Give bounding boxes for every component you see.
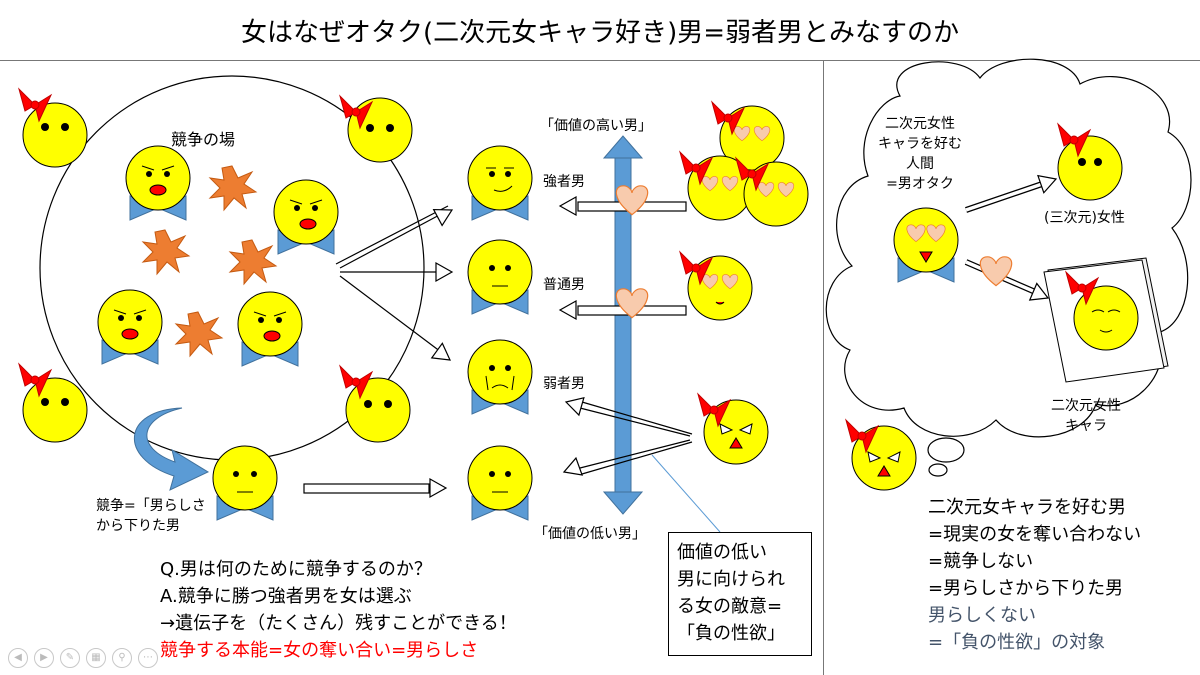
answer-text: A.競争に勝つ強者男を女は選ぶ bbox=[160, 586, 412, 607]
more-icon[interactable]: ⋯ bbox=[138, 648, 158, 668]
strong-man-face bbox=[467, 145, 533, 221]
vertical-divider bbox=[823, 61, 824, 675]
normal-man-label: 普通男 bbox=[543, 277, 585, 293]
weak-man-face bbox=[467, 339, 533, 415]
reason-text: →遺伝子を（たくさん）残すことができる！ bbox=[160, 613, 517, 634]
otaku-man-face bbox=[893, 207, 959, 283]
angry-man-face bbox=[273, 179, 339, 255]
normal-man-face bbox=[467, 239, 533, 315]
heart-eyes-woman-face bbox=[735, 157, 809, 227]
previous-icon[interactable]: ◀ bbox=[8, 648, 28, 668]
woman-face bbox=[18, 363, 88, 443]
angry-man-face bbox=[97, 289, 163, 365]
qa-block: Q.男は何のために競争するのか？ A.競争に勝つ強者男を女は選ぶ →遺伝子を（た… bbox=[160, 556, 517, 664]
dropout-arrow bbox=[303, 483, 430, 494]
woman-face bbox=[339, 95, 413, 163]
header-divider bbox=[0, 60, 1200, 61]
weak-man-label: 弱者男 bbox=[543, 376, 585, 392]
question-text: Q.男は何のために競争するのか？ bbox=[160, 559, 432, 580]
real-woman-face bbox=[1057, 123, 1123, 201]
next-icon[interactable]: ▶ bbox=[34, 648, 54, 668]
arena-to-ranks-arrows bbox=[335, 205, 449, 356]
woman-face bbox=[339, 365, 411, 443]
lowest-man-face bbox=[467, 445, 533, 521]
value-axis bbox=[602, 135, 644, 515]
dropout-label: 競争=「男らしさ から下りた男 bbox=[96, 498, 206, 534]
negative-libido-note: 価値の低い 男に向けられ る女の敵意= 「負の性欲」 bbox=[668, 532, 812, 656]
angry-man-face bbox=[125, 145, 191, 221]
conclusion-block: 二次元女キャラを好む男 =現実の女を奪い合わない =競争しない =男らしさから下… bbox=[928, 497, 1142, 653]
slide-title: 女はなぜオタク(二次元女キャラ好き)男=弱者男とみなすのか bbox=[240, 18, 960, 48]
arena-label: 競争の場 bbox=[171, 130, 236, 149]
instinct-text: 競争する本能=女の奪い合い=男らしさ bbox=[160, 640, 479, 661]
axis-bottom-label: 「価値の低い男」 bbox=[534, 526, 646, 542]
angry-man-face bbox=[237, 291, 303, 367]
strong-man-label: 強者男 bbox=[543, 174, 585, 190]
slides-icon[interactable]: ▦ bbox=[86, 648, 106, 668]
character-label: 二次元女性 キャラ bbox=[1051, 398, 1121, 434]
dropout-man-face bbox=[212, 445, 278, 521]
zoom-icon[interactable]: ⚲ bbox=[112, 648, 132, 668]
hostile-woman-face bbox=[845, 419, 917, 491]
axis-top-label: 「価値の高い男」 bbox=[540, 118, 652, 134]
pen-icon[interactable]: ✎ bbox=[60, 648, 80, 668]
woman-face bbox=[18, 88, 88, 168]
heart-eyes-woman-face bbox=[679, 251, 753, 321]
character-face bbox=[1065, 271, 1139, 351]
otaku-label: 二次元女性 キャラを好む 人間 =男オタク bbox=[878, 116, 962, 192]
ignore-arrow bbox=[965, 169, 1060, 213]
real-woman-label: (三次元)女性 bbox=[1044, 210, 1125, 226]
curved-arrow-icon bbox=[133, 407, 210, 491]
hostile-woman-face bbox=[697, 393, 769, 465]
